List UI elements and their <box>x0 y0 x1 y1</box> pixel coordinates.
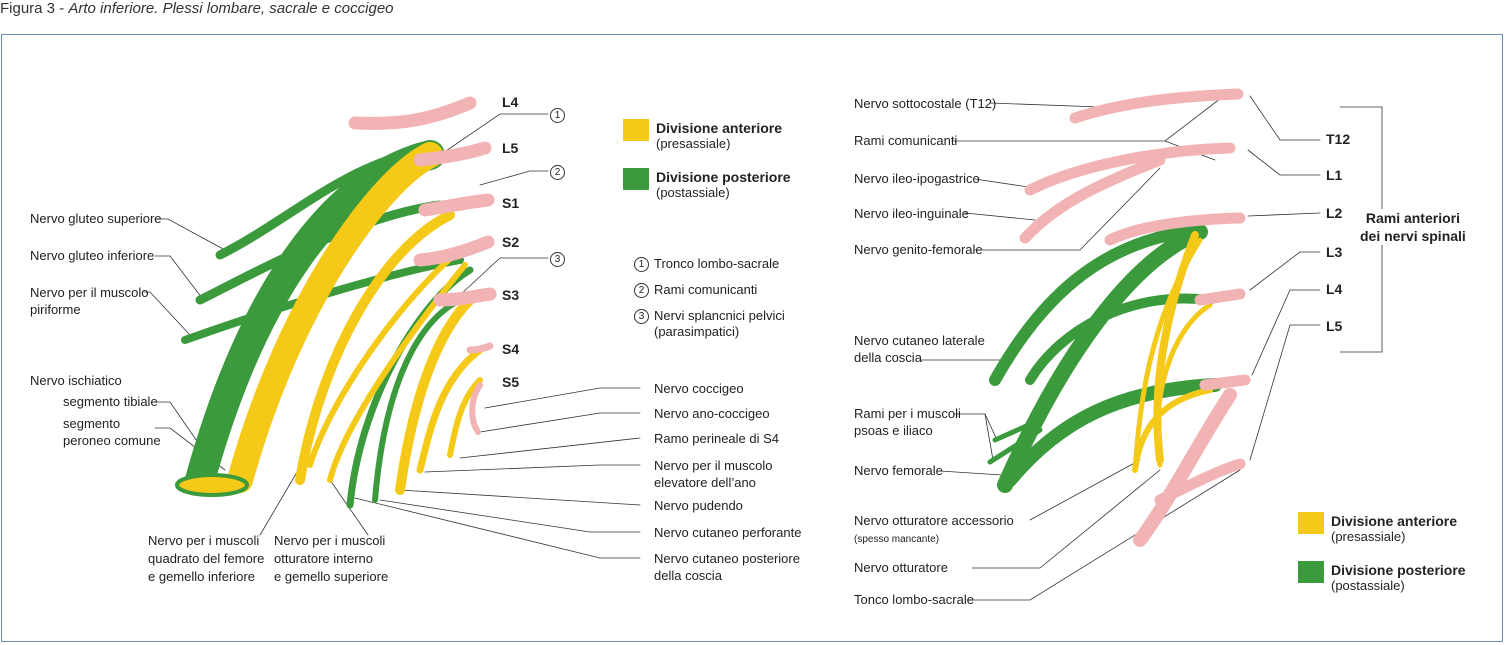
legend-anterior-sub: (presassiale) <box>656 136 731 151</box>
seg-s5: S5 <box>502 374 520 390</box>
label-genito-femorale: Nervo genito-femorale <box>854 242 983 257</box>
label-quadrato-1: Nervo per i muscoli <box>148 533 260 548</box>
seg-l4: L4 <box>1326 281 1343 297</box>
marker-2: 2 <box>550 164 570 180</box>
label-ischiatico: Nervo ischiatico <box>30 373 122 388</box>
label-quadrato-2: quadrato del femore <box>148 551 265 566</box>
left-anterior-nerves <box>227 142 484 495</box>
seg-s1: S1 <box>502 195 520 211</box>
label-sottocostale: Nervo sottocostale (T12) <box>854 96 997 111</box>
label-cutaneo-1: Nervo cutaneo laterale <box>854 333 985 348</box>
label-piriforme-2: piriforme <box>30 302 81 317</box>
seg-l1: L1 <box>1326 167 1343 183</box>
legend-anterior-sub-right: (presassiale) <box>1331 529 1406 544</box>
label-tibiale: segmento tibiale <box>63 394 158 409</box>
left-roots <box>348 96 497 435</box>
label-otturatore-1: Nervo per i muscoli <box>274 533 386 548</box>
label-otturatore-3: e gemello superiore <box>274 569 389 584</box>
label-perineale: Ramo perineale di S4 <box>654 431 780 446</box>
label-coccigeo: Nervo coccigeo <box>654 381 744 396</box>
label-accessorio-note: (spesso mancante) <box>854 534 940 545</box>
label-cutaneo-2: della coscia <box>854 350 922 365</box>
right-roots <box>1019 88 1251 547</box>
figure-caption: Figura 3 - Arto inferiore. Plessi lombar… <box>0 0 394 17</box>
label-peroneo-1: segmento <box>63 416 121 431</box>
label-perforante: Nervo cutaneo perforante <box>654 525 802 540</box>
legend-anterior-swatch <box>623 119 649 141</box>
seg-l4: L4 <box>502 94 519 110</box>
legend-posterior-swatch <box>623 168 649 190</box>
label-posteriore-1: Nervo cutaneo posteriore <box>654 551 800 566</box>
seg-l2: L2 <box>1326 205 1343 221</box>
legend-posterior-swatch-right <box>1298 561 1324 583</box>
label-accessorio: Nervo otturatore accessorio <box>854 513 1014 528</box>
label-psoas-1: Rami per i muscoli <box>854 406 961 421</box>
label-gluteo-inf: Nervo gluteo inferiore <box>30 248 155 263</box>
right-anterior-nerves <box>1132 231 1213 473</box>
label-gluteo-sup: Nervo gluteo superiore <box>30 211 162 226</box>
figure-frame <box>1 34 1503 642</box>
caption-title: Arto inferiore. Plessi lombare, sacrale … <box>68 0 394 17</box>
caption-prefix: Figura 3 - <box>0 0 69 17</box>
seg-l3: L3 <box>1326 244 1343 260</box>
right-posterior-nerves <box>987 224 1222 493</box>
label-ileo-ipogastrico: Nervo ileo-ipogastrico <box>854 171 980 186</box>
label-tronco: Tonco lombo-sacrale <box>854 592 974 607</box>
label-ano-coccigeo: Nervo ano-coccigeo <box>654 406 770 421</box>
label-comunicanti: Rami comunicanti <box>854 133 958 148</box>
seg-s3: S3 <box>502 287 520 303</box>
label-otturatore-2: otturatore interno <box>274 551 374 566</box>
legend-posterior-sub: (postassiale) <box>656 185 730 200</box>
legend-anterior-swatch-right <box>1298 512 1324 534</box>
label-pudendo: Nervo pudendo <box>654 498 743 513</box>
label-elevatore-1: Nervo per il muscolo <box>654 458 773 473</box>
legend-anterior-title: Divisione anteriore <box>656 120 783 136</box>
label-ileo-inguinale: Nervo ileo-inguinale <box>854 206 969 221</box>
note-3-sub: (parasimpatici) <box>654 324 740 339</box>
label-elevatore-2: elevatore dell’ano <box>654 475 756 490</box>
label-posteriore-2: della coscia <box>654 568 722 583</box>
ischiatico-cut <box>175 473 249 497</box>
label-quadrato-3: e gemello inferiore <box>148 569 255 584</box>
label-piriforme-1: Nervo per il muscolo <box>30 285 149 300</box>
seg-l5: L5 <box>502 140 519 156</box>
legend-posterior-sub-right: (postassiale) <box>1331 578 1405 593</box>
seg-t12: T12 <box>1326 131 1351 147</box>
seg-s2: S2 <box>502 234 520 250</box>
seg-s4: S4 <box>502 341 520 357</box>
label-psoas-2: psoas e iliaco <box>854 423 933 438</box>
label-peroneo-2: peroneo comune <box>63 433 161 448</box>
label-otturatore: Nervo otturatore <box>854 560 948 575</box>
legend-posterior-title-right: Divisione posteriore <box>1331 562 1466 578</box>
legend-anterior-title-right: Divisione anteriore <box>1331 513 1458 529</box>
marker-3: 3 <box>550 251 570 267</box>
marker-1: 1 <box>550 107 570 123</box>
legend-posterior-title: Divisione posteriore <box>656 169 791 185</box>
seg-l5: L5 <box>1326 318 1343 334</box>
label-femorale: Nervo femorale <box>854 463 943 478</box>
